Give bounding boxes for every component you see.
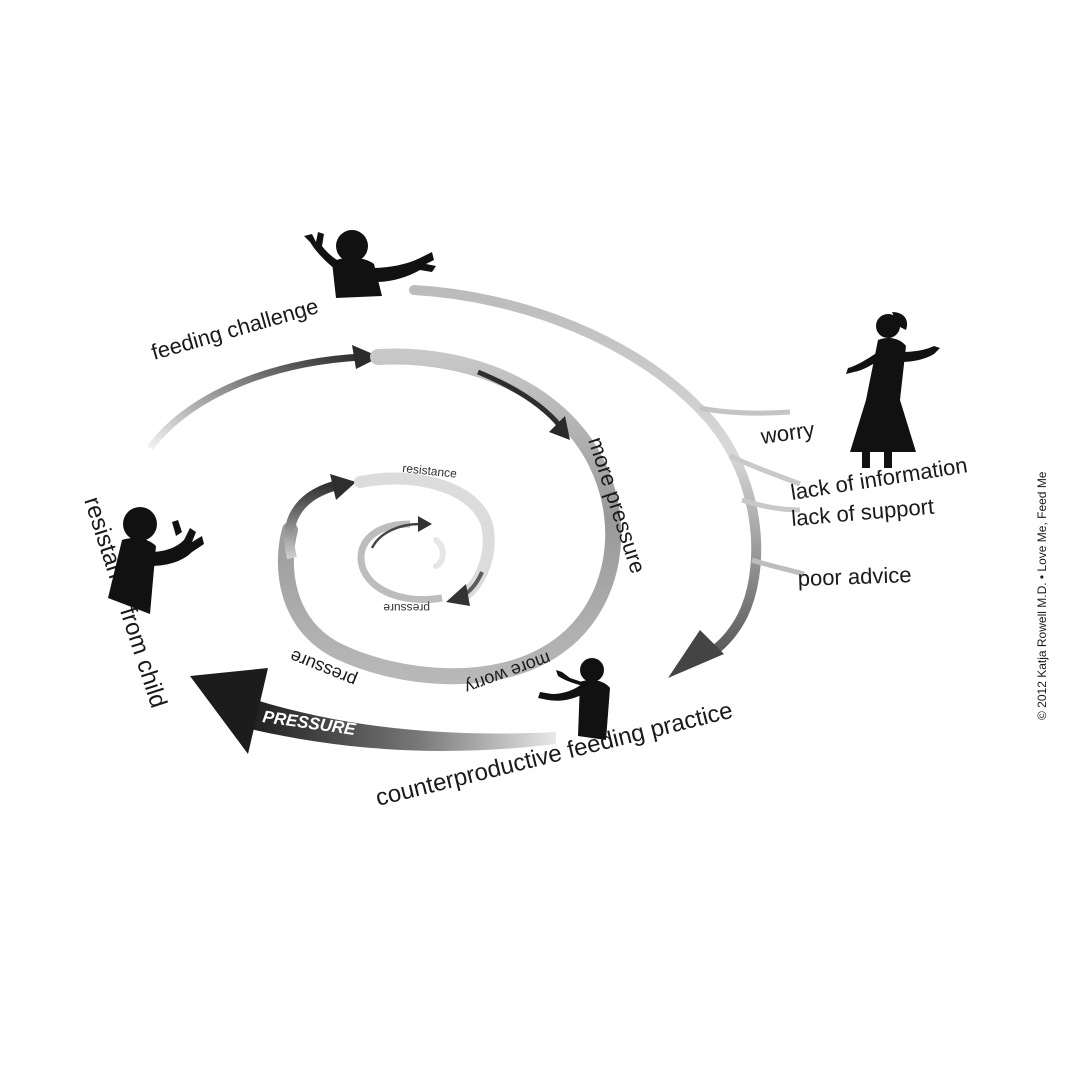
label-resistance-inner: resistance xyxy=(402,461,458,481)
child-resisting-icon xyxy=(108,507,204,614)
spiral-inner-core xyxy=(357,516,446,604)
label-feeding-challenge: feeding challenge xyxy=(148,293,321,365)
child-arms-up-icon xyxy=(304,230,436,298)
copyright-notice: © 2012 Katja Rowell M.D. • Love Me, Feed… xyxy=(1035,471,1049,720)
right-influence-curve xyxy=(409,285,805,678)
label-worry: worry xyxy=(758,417,816,449)
spiral-outer-ring xyxy=(277,348,622,685)
label-pressure-core: pressure xyxy=(383,601,430,615)
label-counterproductive: counterproductive feeding practice xyxy=(373,697,736,812)
label-lack-of-information: lack of information xyxy=(789,452,969,505)
woman-advice-icon xyxy=(846,312,940,468)
parent-feeding-icon xyxy=(538,658,610,740)
outer-top-arc-arrow xyxy=(147,345,380,451)
spiral-middle-ring xyxy=(284,472,495,606)
label-poor-advice: poor advice xyxy=(797,562,912,591)
